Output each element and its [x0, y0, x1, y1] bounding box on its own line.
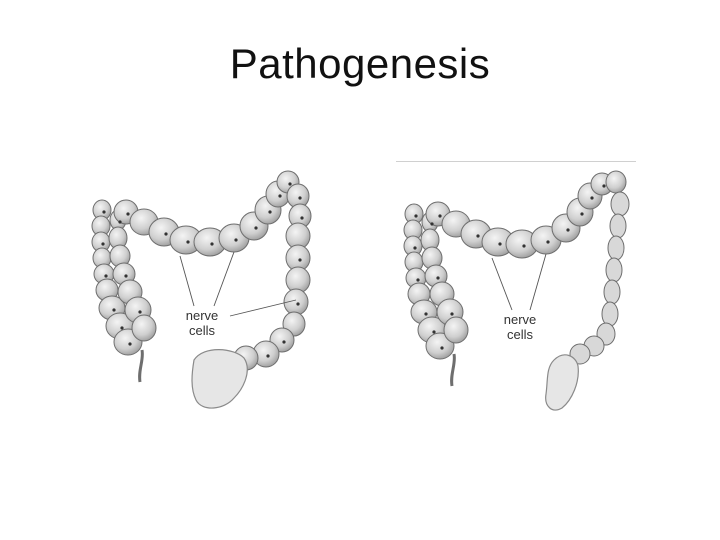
- colon-illustration: [403, 170, 630, 411]
- nerve-cells-label: nerve cells: [494, 312, 546, 342]
- colon-diagram-affected: nerve cells: [394, 160, 644, 420]
- caption-line-2: cells: [188, 323, 215, 338]
- slide-title: Pathogenesis: [229, 40, 491, 87]
- caption-line-1: nerve: [185, 308, 219, 323]
- colon-diagram-normal: nerve cells: [84, 160, 324, 420]
- colon-illustration: [91, 170, 312, 409]
- top-divider: [396, 161, 636, 162]
- nerve-cells-label: nerve cells: [176, 308, 228, 338]
- caption-line-1: nerve: [503, 312, 537, 327]
- caption-line-2: cells: [506, 327, 533, 342]
